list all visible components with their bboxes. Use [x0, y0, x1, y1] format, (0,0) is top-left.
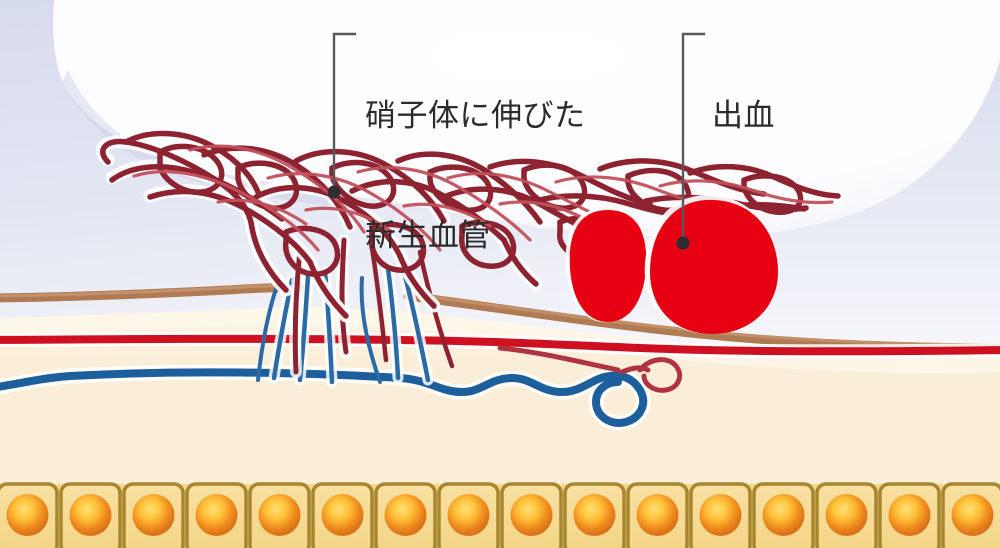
microaneurysm-loop	[637, 357, 683, 393]
leader-line-hemorrhage	[681, 32, 706, 243]
rpe-cell	[752, 482, 815, 548]
rpe-cell	[878, 482, 941, 548]
rpe-cell	[0, 482, 59, 548]
rpe-cell-nucleus	[258, 494, 301, 536]
ilm-line-left	[0, 283, 305, 303]
rpe-cell	[248, 482, 311, 548]
rpe-cell	[941, 482, 1000, 548]
rpe-cell	[374, 482, 437, 548]
rpe-cell-nucleus	[321, 494, 364, 536]
rpe-cell-nucleus	[195, 494, 238, 536]
rpe-cell-row	[0, 482, 1000, 548]
rpe-cell	[185, 482, 248, 548]
rpe-cell-nucleus	[951, 494, 994, 536]
rpe-cell-nucleus	[888, 494, 931, 536]
rpe-cell	[437, 482, 500, 548]
label-hemorrhage: 出血	[712, 16, 775, 216]
rpe-cell-nucleus	[699, 494, 742, 536]
retinal-vein	[0, 368, 648, 427]
rpe-cell-nucleus	[636, 494, 679, 536]
microaneurysm-stub	[619, 365, 651, 375]
rpe-cell-nucleus	[6, 494, 49, 536]
hemorrhage-right-blob	[650, 199, 778, 334]
aneurysm-feeder	[497, 345, 621, 373]
rpe-cell-nucleus	[69, 494, 112, 536]
rpe-cell	[311, 482, 374, 548]
leader-dot-hemorrhage	[676, 236, 690, 250]
hemorrhage-left-blob	[569, 210, 647, 322]
leader-dot-neovessel	[327, 185, 341, 199]
rpe-cell	[815, 482, 878, 548]
leader-line-neovessel	[332, 32, 357, 192]
rpe-cell-nucleus	[447, 494, 490, 536]
label-neovessel-line2: 新生血管	[365, 218, 491, 254]
rpe-cell	[626, 482, 689, 548]
rpe-cell-nucleus	[132, 494, 175, 536]
label-neovessel: 硝子体に伸びた 新生血管	[365, 16, 586, 336]
rpe-cell-nucleus	[384, 494, 427, 536]
label-neovessel-line1: 硝子体に伸びた	[365, 98, 586, 134]
rpe-cell	[500, 482, 563, 548]
label-hemorrhage-line1: 出血	[712, 98, 775, 134]
rpe-cell-nucleus	[825, 494, 868, 536]
rpe-cell-nucleus	[510, 494, 553, 536]
retinal-artery	[0, 334, 1000, 356]
rpe-cell	[59, 482, 122, 548]
rpe-cell-nucleus	[573, 494, 616, 536]
rpe-cell	[122, 482, 185, 548]
rpe-cell-nucleus	[762, 494, 805, 536]
rpe-cell	[563, 482, 626, 548]
rpe-cell	[689, 482, 752, 548]
ilm-line-left-highlight	[0, 284, 300, 298]
leader-lines	[332, 32, 706, 243]
